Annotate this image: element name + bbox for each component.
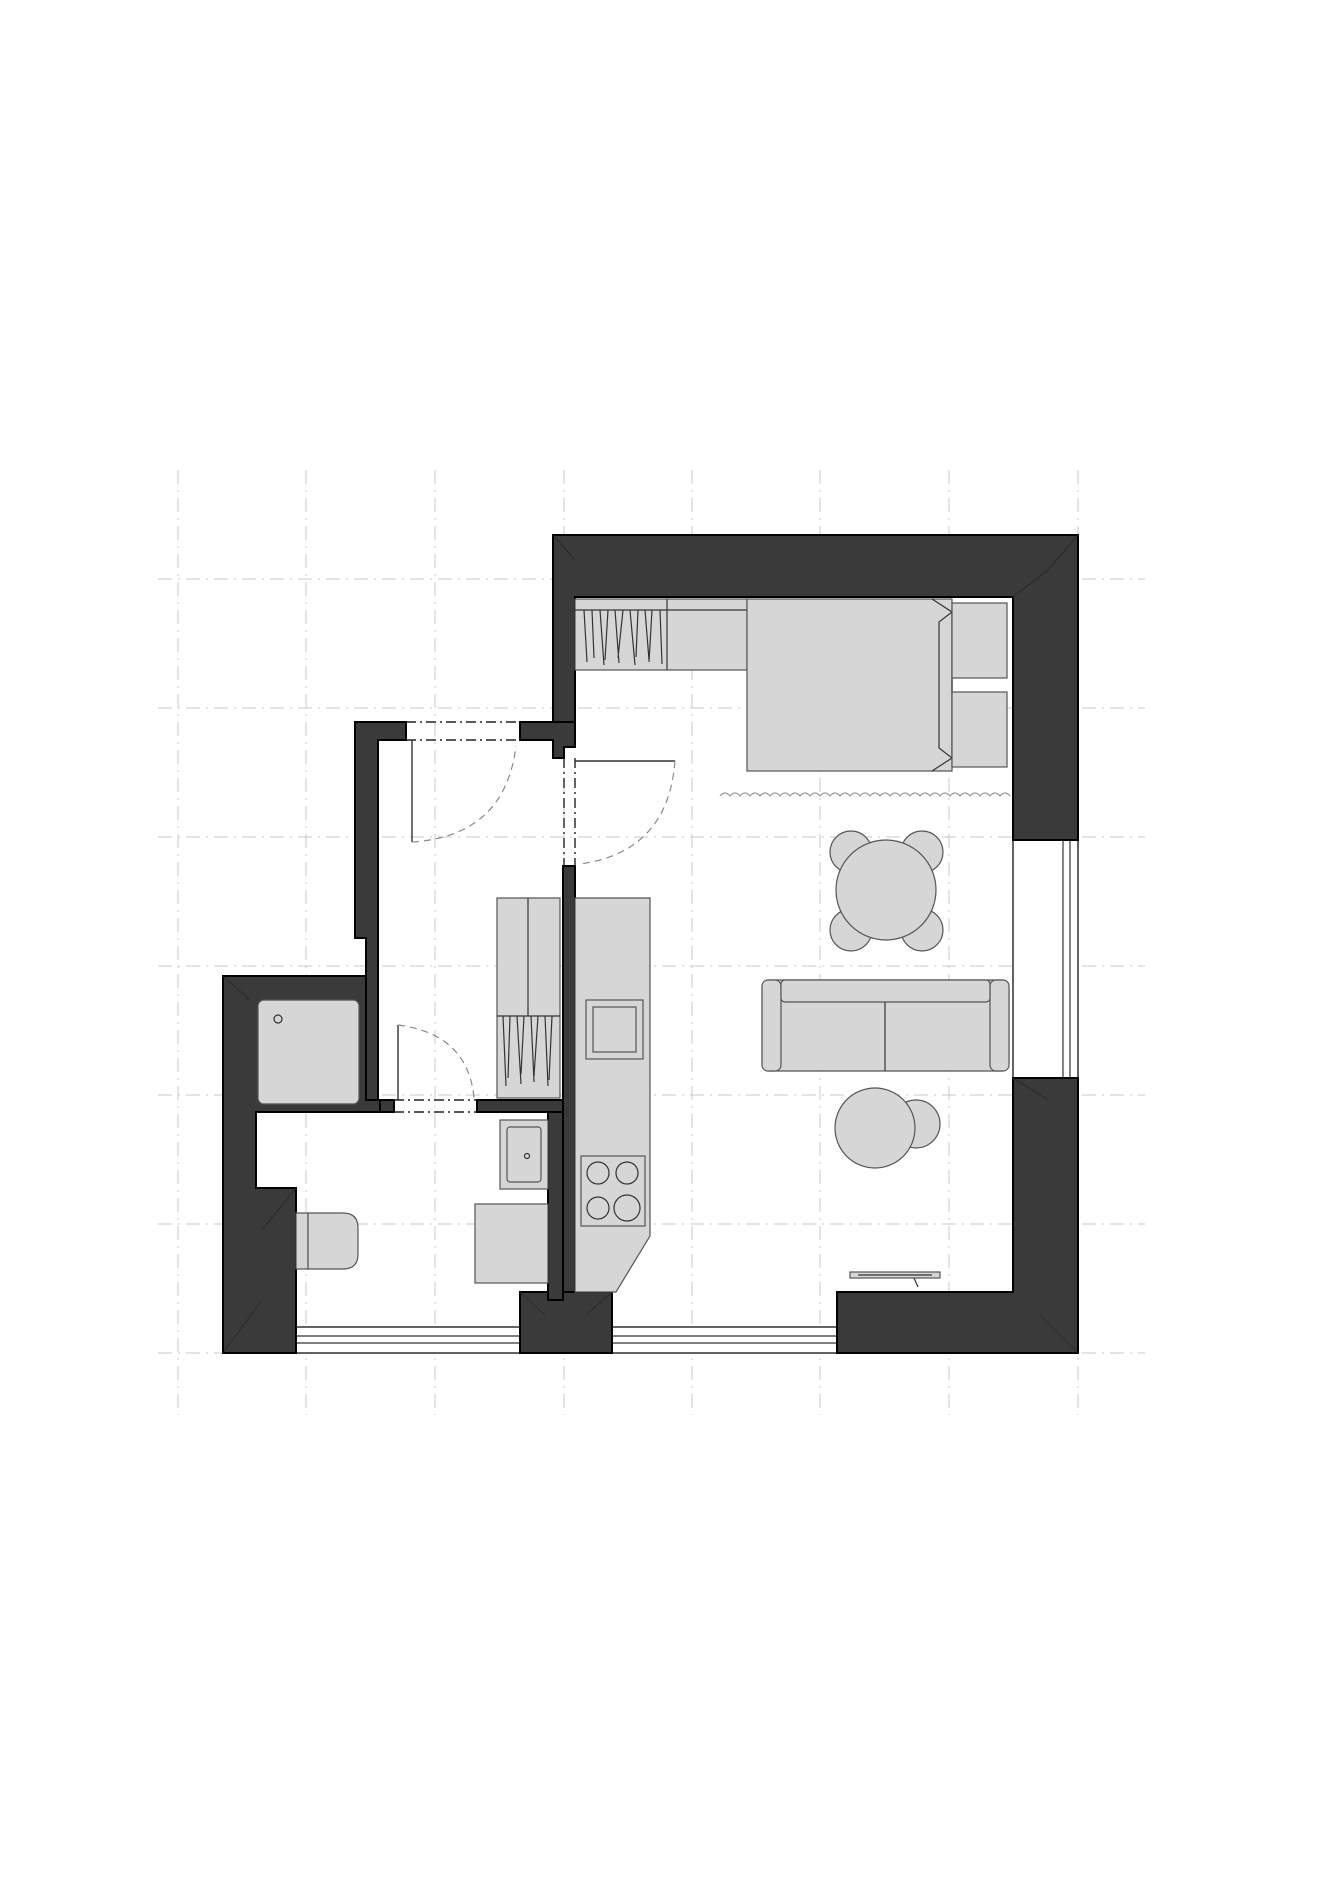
bedside-table — [951, 602, 1008, 679]
kitchen-sink — [585, 999, 644, 1060]
washbasin — [499, 1119, 549, 1190]
door-openings — [394, 721, 576, 1113]
window — [1012, 839, 1079, 1079]
tv-stand — [849, 1271, 941, 1288]
bathroom-door — [397, 1024, 475, 1100]
double-bed — [746, 598, 953, 772]
curtain — [719, 792, 1011, 798]
hall-door — [575, 760, 676, 865]
wardrobe — [574, 598, 748, 671]
coffee-table — [834, 1087, 916, 1169]
sofa — [761, 979, 1010, 1072]
cooktop — [580, 1155, 646, 1227]
hall-wardrobe — [496, 897, 561, 1099]
wall-hatching — [222, 534, 1079, 1354]
window — [295, 1326, 521, 1354]
window — [611, 1326, 838, 1354]
bedside-table — [951, 691, 1008, 768]
shower-tray — [257, 999, 360, 1105]
kitchen-counter — [574, 897, 651, 1293]
dining-table — [835, 839, 937, 941]
washing-machine — [474, 1203, 549, 1284]
toilet — [295, 1212, 359, 1270]
entrance-door — [411, 740, 517, 843]
